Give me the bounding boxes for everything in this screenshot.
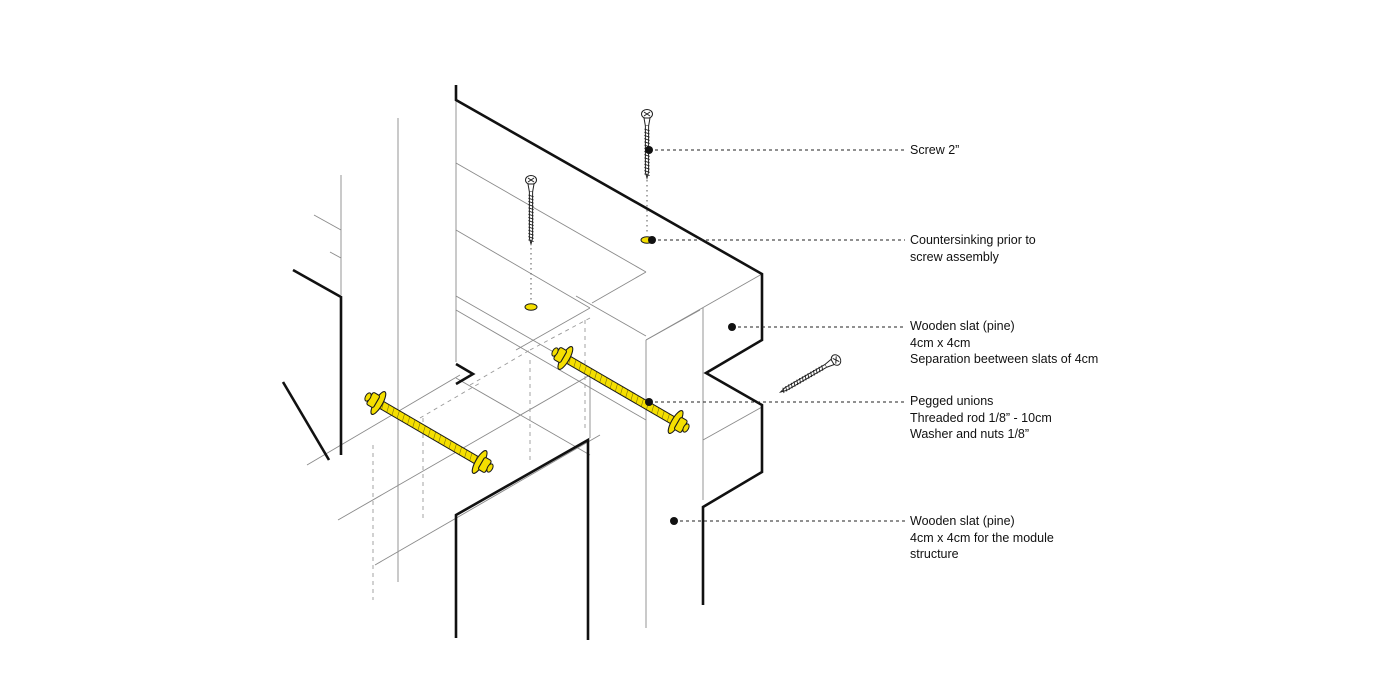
callout-line: 4cm x 4cm for the module — [910, 530, 1054, 545]
callout-countersink: Countersinking prior to screw assembly — [910, 232, 1036, 265]
threaded-rod-icon — [364, 391, 494, 474]
countersink-hole-icon — [524, 303, 538, 311]
screw-icon — [641, 109, 653, 180]
leader-dot-icon — [645, 398, 653, 406]
callout-line: Wooden slat (pine) — [910, 514, 1015, 528]
callout-line: Threaded rod 1/8” - 10cm — [910, 410, 1052, 425]
callout-pegged-unions: Pegged unions Threaded rod 1/8” - 10cm W… — [910, 393, 1052, 443]
leader-dot-icon — [670, 517, 678, 525]
threaded-rod-icon — [551, 346, 690, 434]
hidden-edges — [372, 317, 591, 600]
slat-outlines — [281, 85, 764, 640]
leader-dot-icon — [645, 146, 653, 154]
leader-dot-icon — [728, 323, 736, 331]
callout-module-structure: Wooden slat (pine) 4cm x 4cm for the mod… — [910, 513, 1054, 563]
callout-line: Countersinking prior to — [910, 233, 1036, 247]
callout-line: Washer and nuts 1/8” — [910, 427, 1030, 441]
callout-screw: Screw 2” — [910, 142, 959, 159]
slat-edge-lines — [306, 95, 763, 628]
callout-line: structure — [910, 547, 959, 561]
screw-icon — [525, 175, 537, 246]
screw-icon — [778, 354, 842, 394]
screw-path-lines — [530, 175, 648, 300]
leader-dot-icon — [648, 236, 656, 244]
callout-leaders — [649, 149, 905, 522]
callout-wooden-slat: Wooden slat (pine) 4cm x 4cm Separation … — [910, 318, 1098, 368]
callout-line: screw assembly — [910, 249, 999, 264]
callout-line: Wooden slat (pine) — [910, 319, 1015, 333]
callout-line: Screw 2” — [910, 143, 960, 157]
callout-line: Separation beetween slats of 4cm — [910, 352, 1099, 366]
callout-line: Pegged unions — [910, 394, 994, 408]
leader-dots — [645, 146, 736, 525]
callout-line: 4cm x 4cm — [910, 335, 971, 350]
